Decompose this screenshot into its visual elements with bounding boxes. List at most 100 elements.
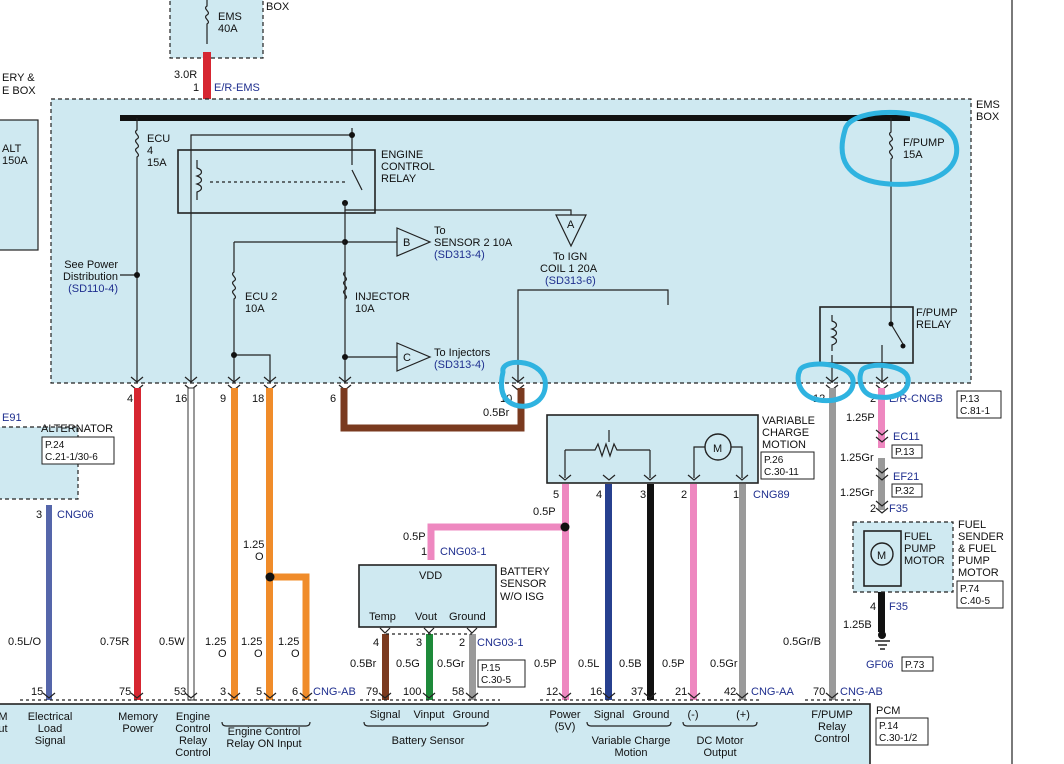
highlight-fpump-fuse (839, 109, 960, 187)
fuel-pump-box (852, 521, 954, 593)
vcm-ref-1: P.26 (764, 455, 784, 466)
ems-ref-2: C.81-1 (960, 406, 990, 417)
top-wire-size: 3.0R (174, 69, 197, 81)
relay-label-1: ENGINE (381, 149, 423, 161)
wire-gray-ec (878, 458, 885, 510)
pcm-ref-box (875, 717, 929, 746)
low-w5o: O (254, 648, 263, 660)
ems-pin-16: 16 (175, 393, 187, 405)
ems-box-label-2: BOX (976, 111, 1000, 123)
pcm-label-left-2: ut (0, 723, 8, 735)
ground-node (878, 631, 886, 639)
pcm-label-bat-signal: Signal (370, 709, 401, 721)
low-w10: 0.5P (534, 658, 557, 670)
fp-ref-1: P.74 (960, 584, 980, 595)
bat-pin-3: 3 (416, 637, 422, 649)
relay-label-2: CONTROL (381, 161, 435, 173)
injectors-ref: (SD313-4) (434, 359, 485, 371)
pcm-pin-3: 3 (220, 686, 226, 698)
ef21-ref-box (891, 483, 923, 498)
ems-pin-2: 2 (870, 393, 876, 405)
pcm-pin-5: 5 (256, 686, 262, 698)
wire-green-bat (426, 634, 433, 700)
pcm-label-power-2: (5V) (555, 721, 576, 733)
ecu2-node (231, 352, 237, 358)
bat-col-ground: Ground (449, 611, 486, 623)
pcm-label-dc-1: DC Motor (696, 735, 743, 747)
wire-red-top (203, 52, 211, 102)
wire-navy-vcm4 (605, 484, 612, 700)
pcm-label-dc-2: Output (703, 747, 736, 759)
low-w15: 0.5Gr/B (783, 636, 821, 648)
ground-symbol (875, 640, 890, 650)
link-wire-size-2: 0.5P (533, 506, 556, 518)
conn-b-triangle (396, 227, 432, 257)
pcm-pin-79: 79 (366, 686, 378, 698)
pcm-label-eng-1: Engine (176, 711, 210, 723)
ecu4-fuse-label: ECU (147, 133, 170, 145)
to-ign-1: To IGN (553, 251, 587, 263)
left-box-label-2: E BOX (2, 85, 36, 97)
pcm-pin-16: 16 (590, 686, 602, 698)
pcm-pin-37: 37 (631, 686, 643, 698)
engine-control-relay (177, 149, 376, 214)
pcm-label-relay-2: Relay ON Input (226, 738, 301, 750)
wire-black-vcm3 (647, 484, 654, 700)
alt-fuse-box (0, 119, 39, 251)
conn-c-letter: C (403, 352, 411, 364)
lower-gray-size: 1.25Gr (840, 487, 874, 499)
bat-col-temp: Temp (369, 611, 396, 623)
pcm-label-bat-ground: Ground (453, 709, 490, 721)
fp-inner-2: PUMP (904, 543, 936, 555)
wire-gray-12 (829, 388, 836, 700)
vcm-ref-2: C.30-11 (764, 467, 799, 478)
pcm-pin-100: 100 (403, 686, 421, 698)
pcm-ref-1: P.14 (879, 721, 899, 732)
wire-alt-navy (46, 505, 52, 700)
wire-gray-bat (469, 634, 476, 700)
highlight-pin12 (795, 361, 856, 404)
bat-name-2: SENSOR (500, 578, 547, 590)
conn-b-letter: B (403, 237, 410, 249)
bat-connector: CNG03-1 (477, 637, 523, 649)
ems-fuse-box (169, 0, 264, 59)
bus-bar (120, 115, 910, 121)
pcm-box (0, 703, 871, 764)
ems-fuse-label: EMS (218, 11, 242, 23)
fpump-relay-coil (830, 315, 838, 351)
fpump-node2 (900, 343, 906, 349)
vcm-resistor (564, 430, 651, 478)
highlight-pin2 (857, 362, 911, 400)
ems-box-panel (50, 98, 972, 384)
mid-gray-size: 1.25Gr (840, 452, 874, 464)
ems-ref-1: P.13 (960, 394, 980, 405)
ground-label: GF06 (866, 659, 894, 671)
ecu4-fuse-num: 4 (147, 145, 153, 157)
ec11-ref: P.13 (895, 447, 915, 458)
injector-label-2: 10A (355, 303, 375, 315)
pcm-name: PCM (876, 705, 900, 717)
orange-split-node (265, 572, 275, 582)
pcm-label-fp-1: F/PUMP (811, 709, 853, 721)
pcm-label-vcm-1: Variable Charge (592, 735, 671, 747)
pcm-label-eng-2: Control (175, 723, 210, 735)
ign-ref: (SD313-6) (545, 275, 596, 287)
f35-pin: 2 (870, 503, 876, 515)
fpump-relay-label-1: F/PUMP (916, 307, 958, 319)
fuel-pump-inner (863, 530, 902, 587)
pcm-pin-15: 15 (31, 686, 43, 698)
fp-name-5: MOTOR (958, 567, 999, 579)
pcm-connector-3: CNG-AB (840, 686, 883, 698)
fp-wire: 1.25B (843, 619, 872, 631)
ef21-ref: P.32 (895, 486, 915, 497)
orange-split-o: O (255, 551, 264, 563)
ecu4-fuse-amp: 15A (147, 157, 167, 169)
conn-a-letter: A (567, 219, 575, 231)
ec11-ref-box (891, 444, 923, 459)
f35-label: F35 (889, 503, 908, 515)
ground-ref-box (901, 656, 934, 672)
ems-fuse-amp: 40A (218, 23, 238, 35)
pcm-label-eng-4: Control (175, 747, 210, 759)
vcm-name-1: VARIABLE (762, 415, 815, 427)
pcm-label-dc-plus: (+) (736, 709, 750, 721)
